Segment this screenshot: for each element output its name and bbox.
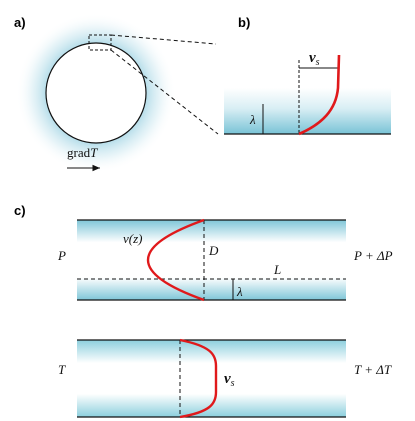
panel-c: c) v(z) D L λ P P + ΔP vs <box>14 203 393 419</box>
vs-label-c: vs <box>224 371 235 389</box>
width-label: D <box>208 243 219 258</box>
velocity-profile-b <box>298 54 341 136</box>
particle-circle <box>45 42 147 144</box>
pressure-channel: v(z) D L λ P P + ΔP <box>57 218 393 302</box>
temperature-right-label: T + ΔT <box>354 362 392 377</box>
panel-b-label: b) <box>238 15 250 30</box>
panel-b: b) vs λ <box>224 15 391 136</box>
poiseuille-profile <box>146 218 205 302</box>
zoom-box <box>88 34 112 51</box>
zoom-line-top <box>110 34 217 45</box>
temperature-left-label: T <box>58 362 66 377</box>
temperature-channel: vs T T + ΔT <box>58 338 392 419</box>
zoom-line-bottom <box>110 49 219 135</box>
pressure-left-label: P <box>57 248 66 263</box>
lambda-label-c: λ <box>236 284 243 299</box>
plug-flow-profile <box>179 338 218 419</box>
length-label: L <box>273 262 281 277</box>
profile-label: v(z) <box>123 231 143 246</box>
pressure-channel-fluid <box>77 220 346 300</box>
pressure-right-label: P + ΔP <box>353 248 393 263</box>
panel-a: a) gradT <box>14 13 219 173</box>
boundary-layer <box>224 88 391 134</box>
panel-c-label: c) <box>14 203 26 218</box>
vs-label-b: vs <box>309 50 320 68</box>
grad-t-label: gradT <box>67 145 98 160</box>
panel-a-label: a) <box>14 15 26 30</box>
lambda-label-b: λ <box>249 112 256 127</box>
